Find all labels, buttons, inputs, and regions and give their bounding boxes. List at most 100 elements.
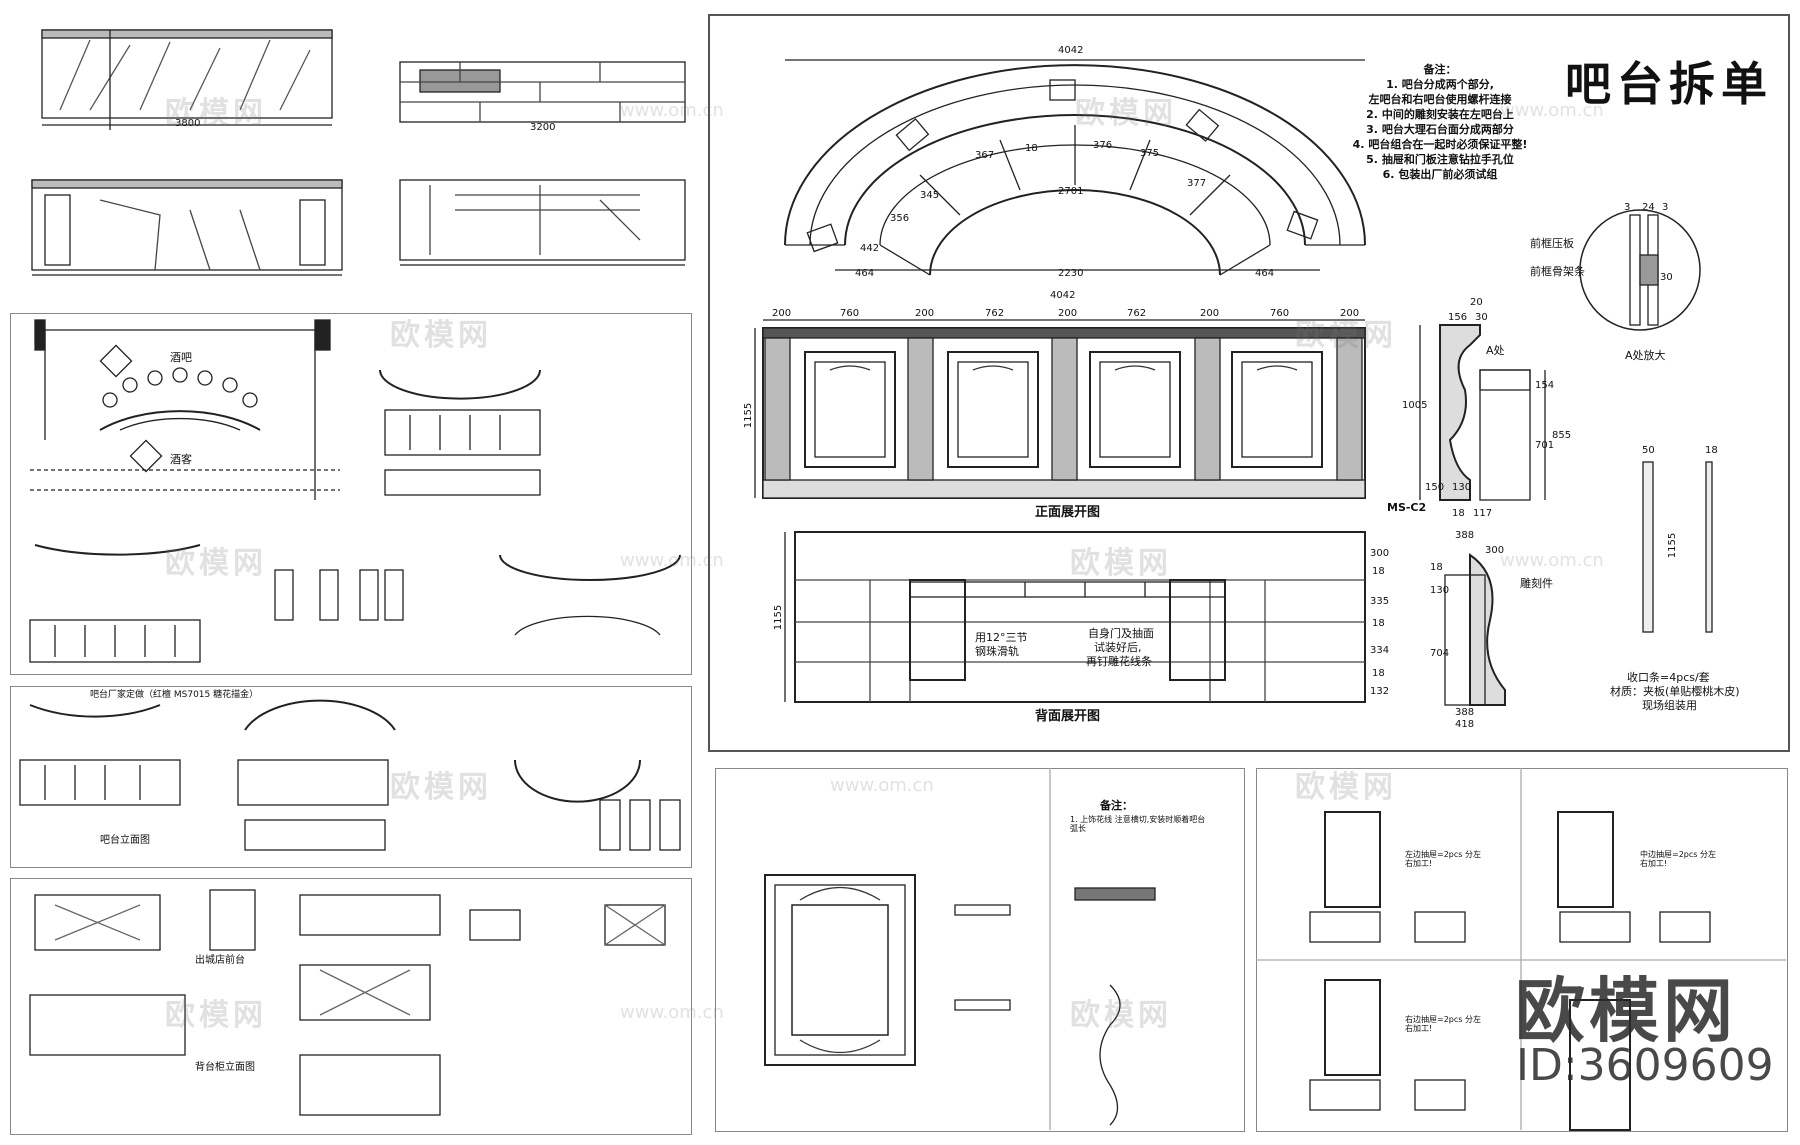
dim-plan-left: 464	[855, 268, 875, 279]
dim-side2: 130	[1430, 585, 1450, 596]
dim-side2: 388	[1455, 707, 1475, 718]
dim-front: 200	[1058, 308, 1078, 319]
main-notes: 备注： 1. 吧台分成两个部分, 左吧台和右吧台使用螺杆连接 2. 中间的雕刻安…	[1330, 62, 1550, 182]
dim-front: 200	[772, 308, 792, 319]
back-note: 再钉雕花线条	[1086, 655, 1152, 668]
note-line: 备注：	[1423, 63, 1457, 76]
dim-segment: 18	[1025, 143, 1038, 154]
dim-front: 760	[840, 308, 860, 319]
plan-drawing	[29, 319, 681, 663]
main-sheet-frame	[708, 14, 1790, 752]
drawer-label: 中边抽屉=2pcs 分左右加工!	[1640, 850, 1716, 869]
dim-section: 130	[1452, 482, 1472, 493]
note-line: 4. 吧台组合在一起时必须保证平整!	[1352, 138, 1528, 151]
dim-section: 18	[1452, 508, 1465, 519]
dim-back-right: 18	[1372, 668, 1385, 679]
side2-label: 雕刻件	[1520, 577, 1553, 590]
dim-section: 20	[1470, 297, 1483, 308]
side-section-drawing	[1419, 324, 1546, 706]
factory-label: 吧台厂家定做（红檀 MS7015 糖花描金）	[90, 690, 259, 700]
dim-back-right: 18	[1372, 618, 1385, 629]
brand-logo: 欧模网	[1515, 970, 1737, 1052]
dim-side2: 18	[1430, 562, 1443, 573]
detail-label: 前框压板	[1530, 237, 1574, 250]
watermark-url: www.om.cn	[1500, 550, 1604, 571]
top-left-marble-wall	[41, 29, 333, 130]
dim-section: 701	[1535, 440, 1555, 451]
dim-side2: 388	[1455, 530, 1475, 541]
dim-section: 855	[1552, 430, 1572, 441]
left-sheet-plan	[10, 313, 692, 675]
dim-back-right: 18	[1372, 566, 1385, 577]
bottom-mid-sheet	[715, 768, 1245, 1132]
detail-caption: A处放大	[1625, 349, 1666, 362]
dim-plan-side: 442	[860, 243, 880, 254]
watermark-url: www.om.cn	[830, 775, 934, 796]
detail-label: 前框骨架条	[1530, 265, 1585, 278]
back-elevation-label: 背面展开图	[1035, 709, 1101, 724]
dim-front: 200	[915, 308, 935, 319]
dim-front-overall: 4042	[1050, 290, 1076, 301]
dim-side2: 300	[1485, 545, 1505, 556]
dim-strip: 18	[1705, 445, 1718, 456]
dim-plan-top: 4042	[1058, 45, 1084, 56]
bar-elevation-drawing	[19, 699, 681, 851]
section-tag: A处	[1486, 344, 1505, 357]
drawer-drawings	[1256, 768, 1786, 1131]
dim-plan-base: 2230	[1058, 268, 1084, 279]
note-line: 1. 吧台分成两个部分,	[1386, 78, 1494, 91]
watermark: 欧模网	[165, 96, 267, 131]
note-line: 2. 中间的雕刻安装在左吧台上	[1366, 108, 1514, 121]
back-note: 用12°三节	[975, 631, 1028, 644]
dim-detail: 24	[1642, 202, 1655, 213]
strip-note: 材质：夹板(单贴樱桃木皮)	[1610, 685, 1740, 698]
back-note: 自身门及抽面	[1088, 627, 1154, 640]
dim-section: 1005	[1402, 400, 1428, 411]
dim-detail: 3	[1662, 202, 1669, 213]
bar-elevation-label: 吧台立面图	[100, 835, 150, 846]
dim-segment: 375	[1140, 148, 1160, 159]
back-note: 试装好后,	[1094, 641, 1142, 654]
dim-detail: 30	[1660, 272, 1673, 283]
dim-front: 760	[1270, 308, 1290, 319]
dim-back-right: 335	[1370, 596, 1390, 607]
dim-segment: 377	[1187, 178, 1207, 189]
back-elevation-drawing	[784, 531, 1366, 703]
panel-detail-drawing	[764, 768, 1156, 1130]
front-elevation-drawing	[754, 319, 1366, 499]
front-elevation-label: 正面展开图	[1035, 505, 1101, 520]
note-line: 5. 抽屉和门板注意钻拉手孔位	[1366, 153, 1514, 166]
plan-label: 酒客	[170, 453, 192, 466]
dim-segment: 376	[1093, 140, 1113, 151]
plan-label: 酒吧	[170, 351, 192, 364]
drawer-label: 左边抽屉=2pcs 分左右加工!	[1405, 850, 1481, 869]
arc-plan-drawing	[784, 59, 1366, 276]
strip-note: 现场组装用	[1642, 699, 1697, 712]
dim-back-right: 300	[1370, 548, 1390, 559]
dim-side2: 418	[1455, 719, 1475, 730]
dim-segment: 356	[890, 213, 910, 224]
dim-section: 150	[1425, 482, 1445, 493]
watermark: 欧模网	[1070, 546, 1172, 581]
left-sheet-elevation	[10, 686, 692, 868]
main-title: 吧台拆单	[1565, 57, 1773, 111]
strip-drawings	[1642, 461, 1713, 633]
dim-strip: 1155	[1667, 532, 1679, 559]
watermark: 欧模网	[390, 318, 492, 353]
bottom-right-sheet	[1256, 768, 1788, 1132]
a-detail-drawing	[1579, 209, 1701, 331]
cabinet-label: 出城店前台	[195, 955, 245, 966]
watermark: 欧模网	[1075, 96, 1177, 131]
dim-back-right: 132	[1370, 686, 1390, 697]
note-line: 6. 包装出厂前必须试组	[1382, 168, 1498, 181]
dim-plan-inner: 2701	[1058, 186, 1084, 197]
dim-front-height: 1155	[743, 402, 755, 429]
dim-plan-right: 464	[1255, 268, 1275, 279]
dim-front: 200	[1200, 308, 1220, 319]
dim-side2: 704	[1430, 648, 1450, 659]
dim-front: 762	[985, 308, 1005, 319]
dim-detail: 3	[1624, 202, 1631, 213]
dim-section: 156	[1448, 312, 1468, 323]
back-note: 钢珠滑轨	[975, 645, 1019, 658]
